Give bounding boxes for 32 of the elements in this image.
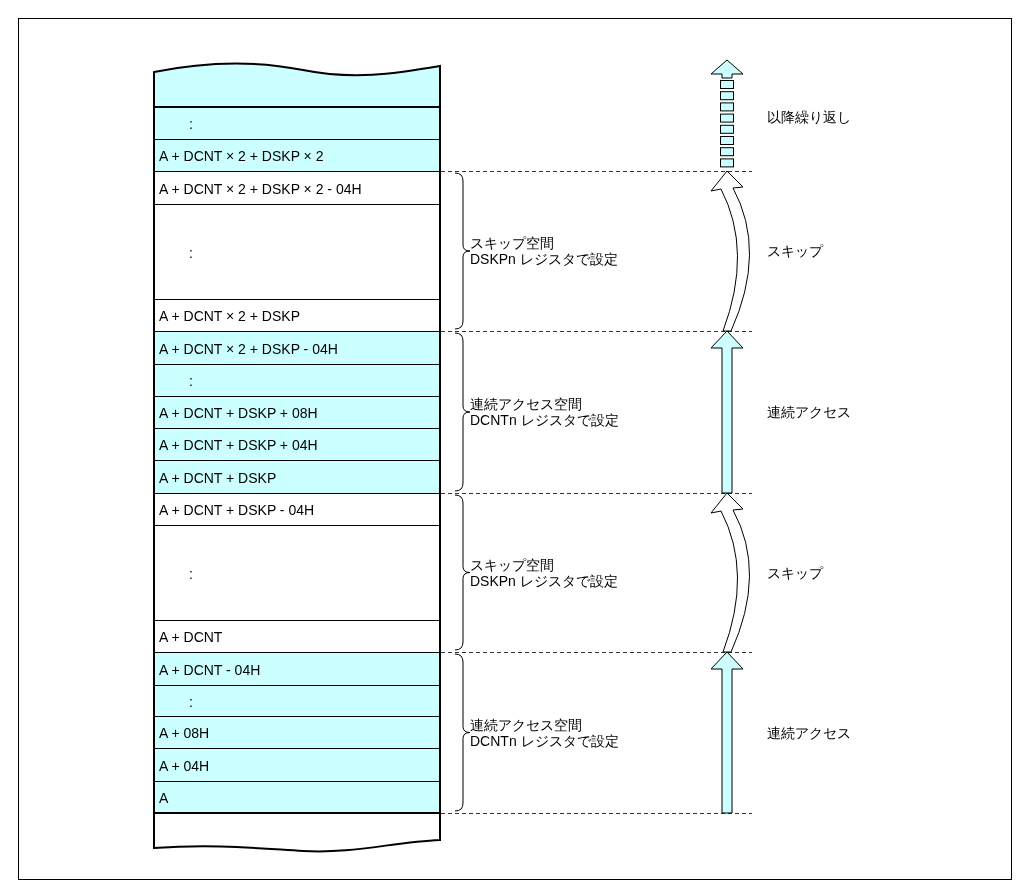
- memory-cell: A + DCNT + DSKP + 04H: [153, 428, 441, 461]
- memory-cell: A + DCNT + DSKP - 04H: [153, 493, 441, 526]
- memory-cell: A + DCNT × 2 + DSKP - 04H: [153, 331, 441, 365]
- arrow-label: 連続アクセス: [767, 725, 851, 741]
- memory-cell: :: [153, 364, 441, 397]
- arrow-label: 連続アクセス: [767, 404, 851, 420]
- brace-label: DSKPn レジスタで設定: [470, 251, 618, 267]
- memory-cell: A + DCNT - 04H: [153, 652, 441, 686]
- memory-cell: :: [153, 525, 441, 621]
- memory-cell: :: [153, 107, 441, 140]
- memory-cell: A + DCNT: [153, 620, 441, 653]
- brace-label: DCNTn レジスタで設定: [470, 412, 619, 428]
- memory-cell: A: [153, 781, 441, 814]
- memory-cell: A + 04H: [153, 748, 441, 782]
- brace-label: スキップ空間: [470, 235, 554, 251]
- arrow-label: スキップ: [767, 565, 823, 581]
- memory-cell: A + DCNT × 2 + DSKP × 2 - 04H: [153, 171, 441, 205]
- memory-cell: A + DCNT + DSKP + 08H: [153, 396, 441, 429]
- memory-cell: A + DCNT + DSKP: [153, 460, 441, 494]
- memory-cell: :: [153, 685, 441, 717]
- brace-label: DSKPn レジスタで設定: [470, 573, 618, 589]
- memory-cell: :: [153, 204, 441, 300]
- memory-cell: A + DCNT × 2 + DSKP: [153, 299, 441, 332]
- memory-cell: A + 08H: [153, 716, 441, 749]
- arrow-label: スキップ: [767, 243, 823, 259]
- brace-label: 連続アクセス空間: [470, 717, 582, 733]
- memory-cell: A + DCNT × 2 + DSKP × 2: [153, 139, 441, 172]
- brace-label: スキップ空間: [470, 557, 554, 573]
- arrow-label: 以降繰り返し: [767, 109, 851, 125]
- brace-label: DCNTn レジスタで設定: [470, 733, 619, 749]
- torn-memory-cell: [153, 60, 441, 108]
- brace-label: 連続アクセス空間: [470, 396, 582, 412]
